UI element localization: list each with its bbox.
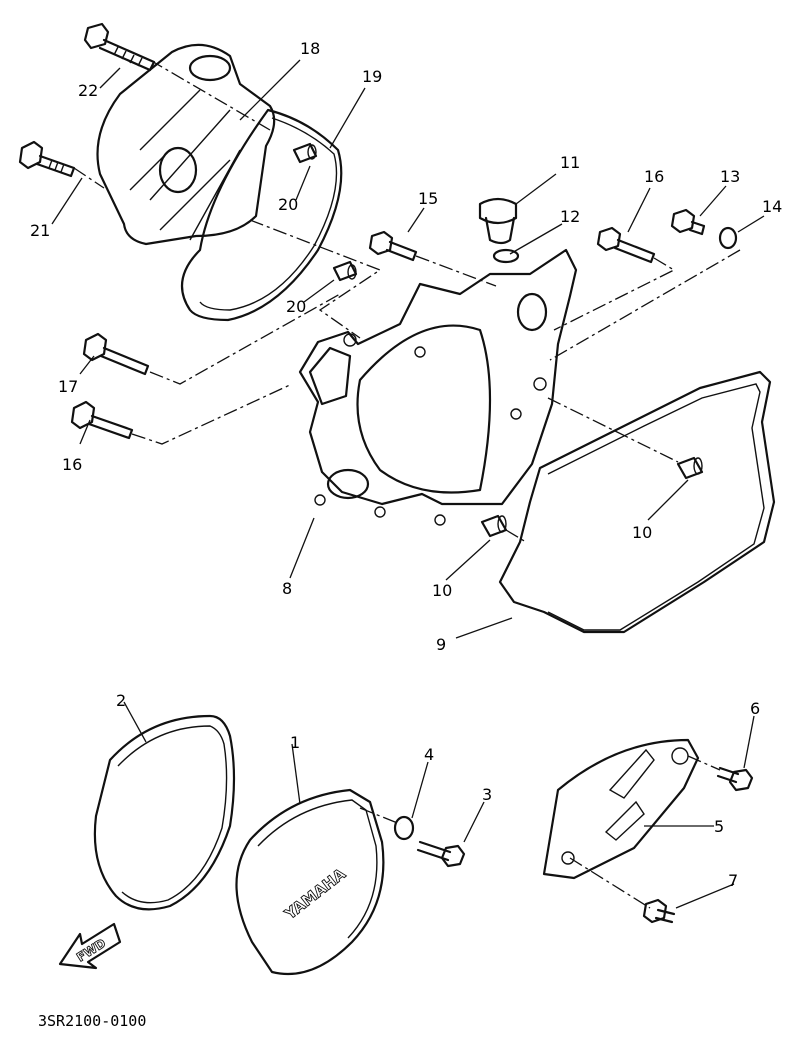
callout-6: 6 [750,699,760,718]
callout-20-b: 20 [286,297,306,316]
callout-5: 5 [714,817,724,836]
callout-4: 4 [424,745,434,764]
drawing-code: 3SR2100-0100 [38,1012,146,1030]
bolt-22 [83,22,156,72]
callout-2: 2 [116,691,126,710]
clutch-cover-18 [96,43,276,246]
bolt-3 [416,840,466,868]
callout-22: 22 [78,81,98,100]
callout-21: 21 [30,221,50,240]
forward-direction-arrow: FWD [58,922,122,970]
cover-emboss-text: YAMAHA [281,865,350,924]
bolt-16-left [70,400,134,440]
bolt-15 [368,230,418,262]
callout-10-right: 10 [632,523,652,542]
bolt-17 [82,332,150,376]
sprocket-guard-5 [542,738,700,880]
gasket-19 [180,108,343,322]
callout-18: 18 [300,39,320,58]
callout-13: 13 [720,167,740,186]
callout-16-left: 16 [62,455,82,474]
bolt-16-upper [596,226,656,264]
callout-20-a: 20 [278,195,298,214]
oil-filler-plug-11 [478,197,518,245]
gasket-2 [93,714,236,911]
callout-9: 9 [436,635,446,654]
generator-cover-1: YAMAHA [235,788,385,976]
dowel-20a [292,142,318,164]
washer-4 [393,815,415,841]
leader-lines [51,59,765,909]
gasket-9 [498,370,776,634]
crankcase-cover-8 [298,248,578,526]
dowel-20b [332,260,358,282]
dowel-10b [480,514,508,538]
callout-11: 11 [560,153,580,172]
callout-12: 12 [560,207,580,226]
callout-7: 7 [728,871,738,890]
o-ring-12 [492,248,520,264]
callout-16-upper: 16 [644,167,664,186]
callout-15: 15 [418,189,438,208]
bolt-7 [642,898,676,924]
callout-10-left: 10 [432,581,452,600]
bolt-6 [716,766,754,792]
callout-17: 17 [58,377,78,396]
washer-14 [718,226,738,250]
callout-14: 14 [762,197,782,216]
callout-1: 1 [290,733,300,752]
callout-3: 3 [482,785,492,804]
dowel-10a [676,456,704,480]
bolt-21 [18,140,76,178]
callout-8: 8 [282,579,292,598]
bolt-13 [670,208,706,236]
callout-19: 19 [362,67,382,86]
